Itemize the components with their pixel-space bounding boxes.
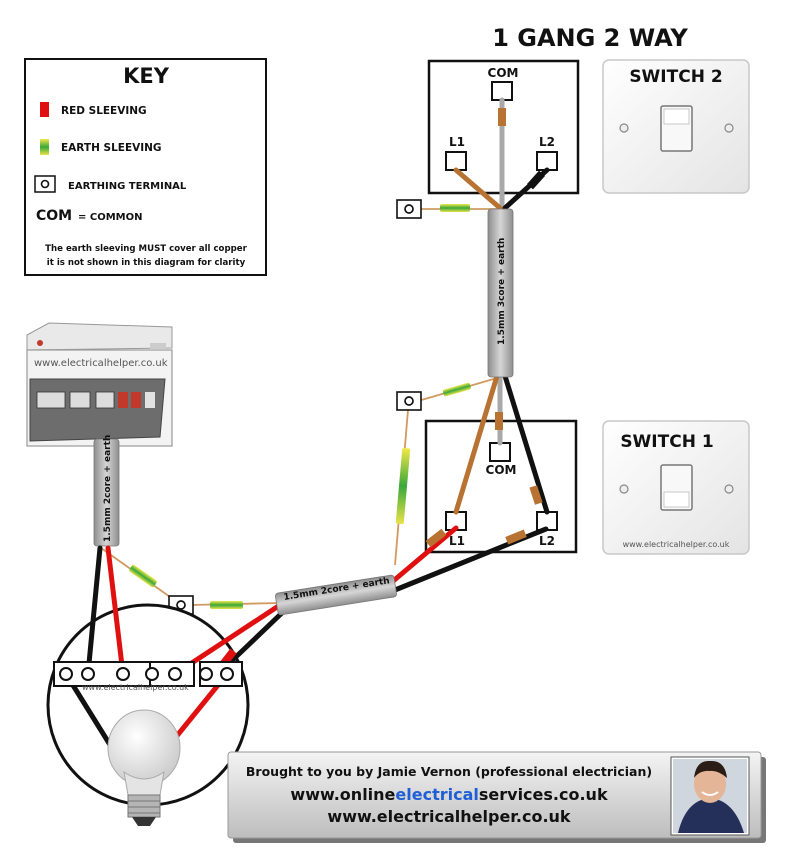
key-note-line1: The earth sleeving MUST cover all copper bbox=[45, 244, 247, 254]
banner-line2-highlight: electrical bbox=[395, 785, 478, 804]
ceiling-rose-watermark: www.electricalhelper.co.uk bbox=[82, 683, 189, 692]
switch1-l1-label: L1 bbox=[449, 534, 465, 548]
cable-cu-to-rose: 1.5mm 2core + earth bbox=[93, 435, 120, 547]
switch2-com-terminal bbox=[491, 81, 513, 101]
cable-switch1-to-switch2-label: 1.5mm 3core + earth bbox=[497, 238, 507, 345]
consumer-unit-watermark: www.electricalhelper.co.uk bbox=[34, 358, 168, 369]
switch1-l2-label: L2 bbox=[539, 534, 555, 548]
switch2-faceplate: SWITCH 2 bbox=[602, 59, 750, 194]
switch-wire-sleeves bbox=[495, 108, 545, 505]
cable-switch1-to-switch2: 1.5mm 3core + earth bbox=[487, 208, 514, 378]
switch2-com-label: COM bbox=[488, 66, 519, 80]
key-heading: KEY bbox=[123, 64, 170, 88]
switch2-label: SWITCH 2 bbox=[629, 67, 722, 87]
key-note-line2: it is not shown in this diagram for clar… bbox=[47, 258, 246, 268]
cable-cu-to-rose-label: 1.5mm 2core + earth bbox=[103, 435, 113, 542]
earthing-terminal-switch2 bbox=[396, 199, 422, 219]
switch2-l1-label: L1 bbox=[449, 135, 465, 149]
earth-sleeves bbox=[129, 204, 471, 609]
ceiling-rose-terminal-block: www.electricalhelper.co.uk bbox=[53, 661, 243, 692]
cable-rose-to-switch1: 1.5mm 2core + earth bbox=[275, 574, 397, 616]
switch1-label: SWITCH 1 bbox=[620, 432, 713, 452]
key-panel: KEY RED SLEEVING EARTH SLEEVING EARTHING… bbox=[24, 58, 267, 276]
earthing-terminal-symbol bbox=[34, 175, 56, 193]
key-com-abbrev: COM bbox=[36, 208, 72, 224]
switch1-watermark: www.electricalhelper.co.uk bbox=[623, 540, 730, 549]
key-red-sleeving: RED SLEEVING bbox=[61, 105, 147, 117]
credit-banner: Brought to you by Jamie Vernon (professi… bbox=[227, 751, 766, 843]
key-earth-sleeving: EARTH SLEEVING bbox=[61, 142, 162, 154]
earth-sleeving-swatch bbox=[40, 139, 49, 155]
key-com-meaning: = COMMON bbox=[78, 212, 142, 223]
switch2-l2-label: L2 bbox=[539, 135, 555, 149]
switch2-l1-terminal bbox=[445, 151, 467, 171]
diagram-title: 1 GANG 2 WAY bbox=[492, 24, 688, 52]
switch1-com-terminal bbox=[489, 442, 511, 462]
earthing-terminal-switch1 bbox=[396, 391, 422, 411]
banner-line1: Brought to you by Jamie Vernon (professi… bbox=[246, 764, 652, 779]
consumer-unit: www.electricalhelper.co.uk bbox=[26, 322, 173, 447]
light-bulb-icon bbox=[107, 709, 181, 826]
switch2-l2-terminal bbox=[536, 151, 558, 171]
switch1-faceplate: SWITCH 1 www.electricalhelper.co.uk bbox=[602, 420, 750, 555]
electrician-portrait bbox=[670, 756, 750, 836]
red-sleeving-swatch bbox=[40, 102, 49, 117]
banner-line3: www.electricalhelper.co.uk bbox=[327, 807, 571, 826]
key-earthing-terminal: EARTHING TERMINAL bbox=[68, 181, 187, 192]
switch1-com-label: COM bbox=[486, 463, 517, 477]
banner-line2: www.onlineelectricalservices.co.uk bbox=[290, 785, 608, 804]
